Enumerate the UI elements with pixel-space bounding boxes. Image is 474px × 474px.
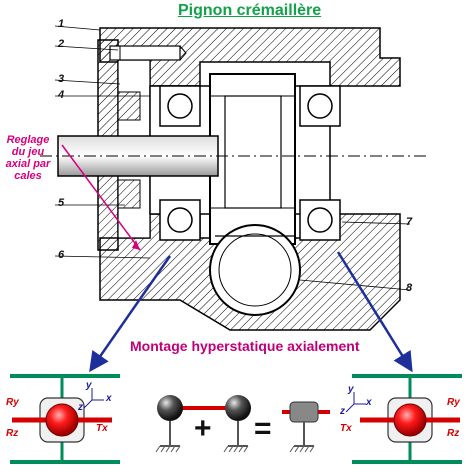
callout-8: 8: [406, 282, 413, 294]
plus-sign: +: [194, 412, 212, 445]
callout-4: 4: [58, 89, 65, 101]
callout-2: 2: [58, 38, 65, 50]
right-x-label: x: [366, 397, 372, 408]
annotation-arrow: [61, 144, 141, 251]
equals-sign: =: [254, 412, 272, 445]
caption: Montage hyperstatique axialement: [130, 338, 360, 354]
left-support-model: [10, 374, 120, 464]
equivalence-model: [155, 395, 330, 453]
right-rz-label: Rz: [447, 428, 460, 439]
left-ry-label: Ry: [6, 397, 19, 408]
left-tx-label: Tx: [96, 423, 108, 434]
left-z-label: z: [78, 402, 83, 413]
right-support-model: [345, 374, 462, 464]
bearing-right-bottom: [299, 199, 341, 241]
pinion-gear: [209, 73, 296, 245]
left-rz-label: Rz: [6, 428, 19, 439]
callout-5: 5: [58, 197, 65, 209]
left-support-arrow: [89, 255, 172, 373]
right-support-arrow: [336, 251, 413, 373]
axial-play-annotation: Reglage du jeu axial par cales: [5, 134, 51, 182]
bearing-right-top: [299, 85, 341, 127]
rack: [209, 224, 301, 316]
right-ry-label: Ry: [447, 397, 460, 408]
right-tx-label: Tx: [340, 423, 352, 434]
right-z-label: z: [340, 406, 345, 417]
bearing-left-bottom: [159, 199, 201, 241]
callout-6: 6: [58, 249, 65, 261]
shaft: [40, 135, 430, 177]
page-title: Pignon crémaillère: [178, 2, 322, 19]
callout-1: 1: [58, 18, 65, 30]
left-y-label: y: [86, 380, 92, 391]
left-x-label: x: [106, 393, 112, 404]
callout-3: 3: [58, 73, 65, 85]
leader-lines: [54, 25, 411, 291]
right-y-label: y: [348, 384, 354, 395]
callout-7: 7: [406, 216, 413, 228]
bearing-left-top: [159, 85, 201, 127]
